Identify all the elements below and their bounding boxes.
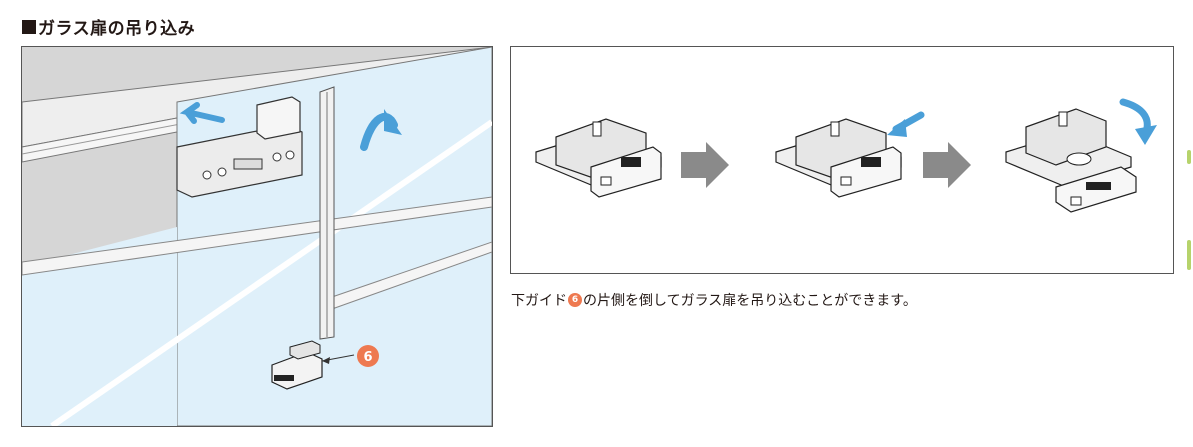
callout-number: 6 [363, 350, 372, 365]
step-sequence-drawing [535, 98, 1157, 213]
installation-drawing: 6 [22, 47, 492, 426]
caption-text-after: の片側を倒してガラス扉を吊り込むことができます。 [583, 293, 917, 309]
caption-badge: 6 [568, 293, 582, 307]
section-title: ガラス扉の吊り込み [38, 19, 196, 39]
edge-mark-top [1187, 150, 1191, 164]
glass-panel-left [22, 227, 177, 426]
guide-step-2 [775, 118, 902, 198]
step-sequence-panel [510, 46, 1174, 274]
edge-mark-bottom [1187, 240, 1191, 270]
caption-text-before: 下ガイド [511, 293, 567, 309]
caption: 下ガイド 6 の片側を倒してガラス扉を吊り込むことができます。 [511, 290, 917, 310]
guide-step-3 [1005, 108, 1137, 213]
bottom-rail [22, 196, 492, 276]
step-arrow-icon-2 [923, 142, 971, 188]
heading-square-icon [22, 19, 36, 34]
glass-glare [50, 119, 492, 426]
callout-badge [357, 345, 379, 367]
installation-illustration: 6 [21, 46, 493, 427]
section-heading: ガラス扉の吊り込み [22, 14, 195, 39]
top-hanger [176, 96, 303, 198]
step-arrow-icon-1 [681, 142, 729, 188]
insert-arrow-icon [179, 102, 225, 124]
guide-step-1 [535, 118, 662, 198]
bottom-guide [271, 340, 323, 390]
